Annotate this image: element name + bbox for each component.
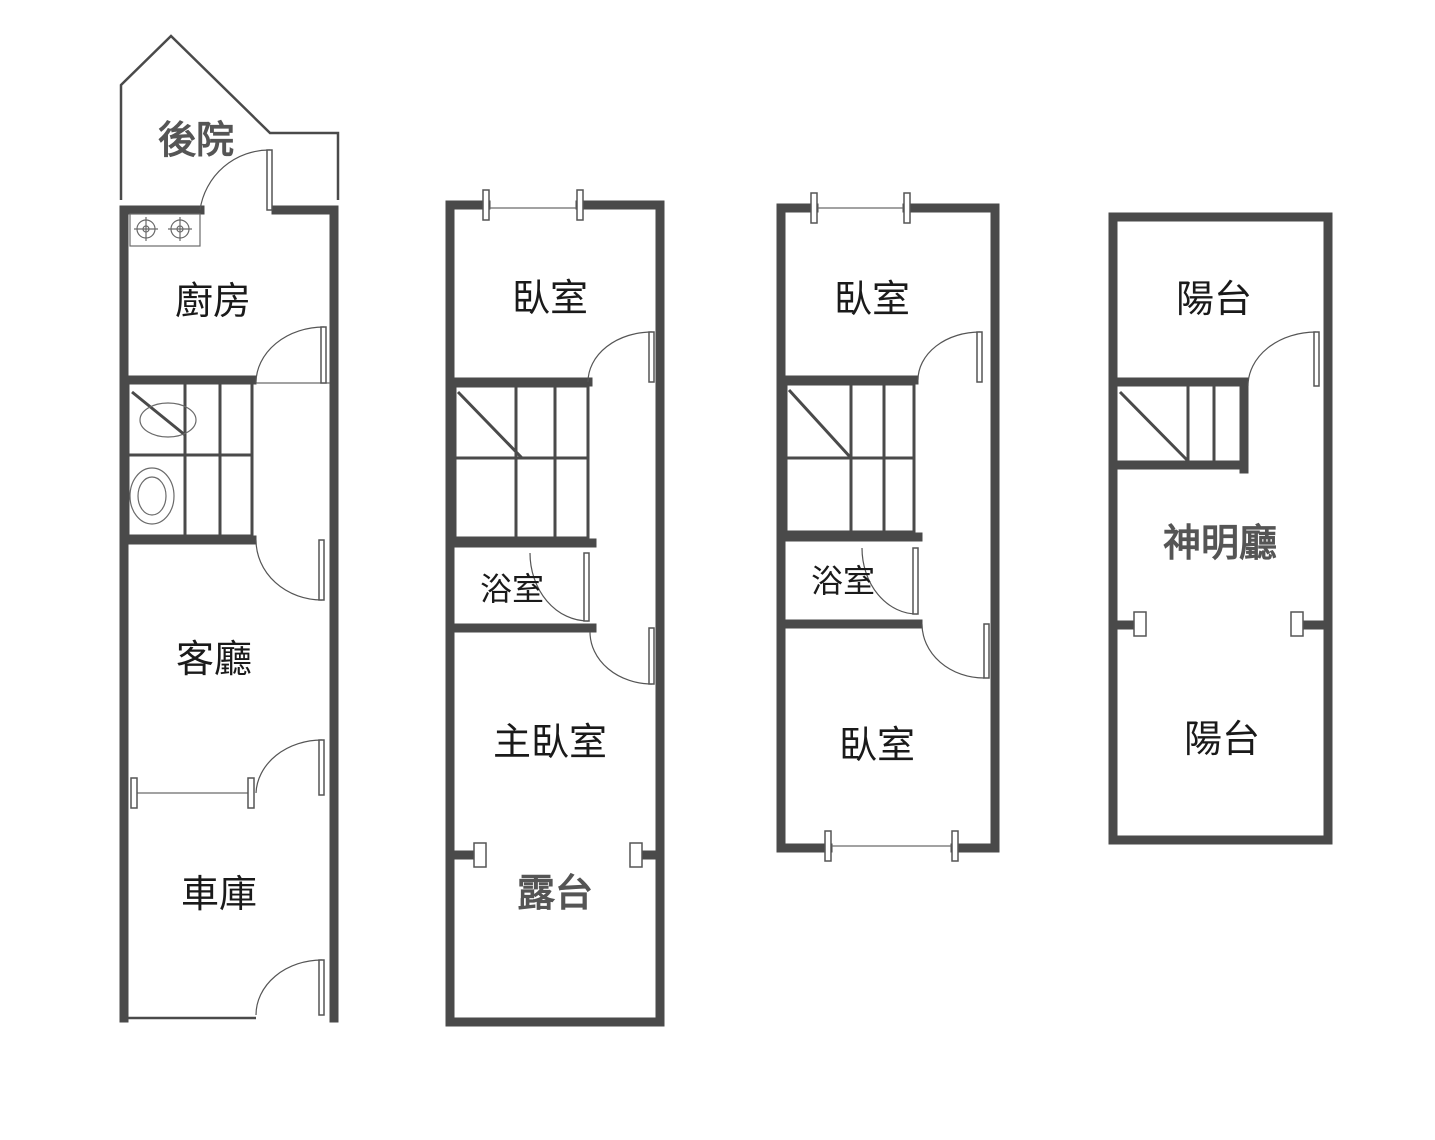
- f4-outer-wall: [1108, 212, 1333, 845]
- f1-front-door-leaf: [318, 959, 325, 1016]
- f1-living-door-leaf: [318, 539, 325, 601]
- f3-bedroom-door-leaf: [976, 331, 983, 383]
- stove: [129, 213, 201, 247]
- f2-stair-diagonal: [456, 390, 524, 460]
- room-label-bedroom-back: 臥室: [839, 723, 915, 767]
- floor-4: [1108, 212, 1333, 845]
- room-label-bath: 浴室: [480, 570, 544, 608]
- f3-window-post: [824, 830, 832, 862]
- f2-bath-door-swing: [529, 552, 589, 622]
- f2-window-post: [482, 189, 490, 221]
- room-label-bedroom: 臥室: [512, 276, 588, 320]
- f3-bedroom-door-swing: [917, 331, 981, 381]
- floor-1: [119, 34, 340, 1023]
- toilet-icon: [139, 402, 197, 438]
- f2-bedroom-door-leaf: [648, 331, 655, 383]
- f2-window-post: [576, 189, 584, 221]
- room-label-bath: 浴室: [811, 562, 875, 600]
- f1-stair-diagonal: [131, 390, 186, 437]
- f1-back-door-swing: [199, 149, 271, 211]
- f2-terrace-post: [629, 842, 643, 868]
- f3-window-post: [903, 192, 911, 224]
- room-label-garage: 車庫: [181, 872, 257, 916]
- f1-kitchen-door-swing: [255, 326, 325, 384]
- sink-icon: [129, 467, 175, 525]
- f3-window-post: [951, 830, 959, 862]
- f3-window-post: [810, 192, 818, 224]
- burner-icon: [134, 217, 158, 241]
- f2-bath-door-leaf: [583, 552, 590, 622]
- f2-stair-box: [453, 384, 590, 540]
- f4-balcony-door-swing: [1247, 331, 1317, 387]
- room-label-bedroom-front: 臥室: [834, 277, 910, 321]
- f1-garage-inner-door-leaf: [318, 739, 325, 796]
- room-label-terrace: 露台: [517, 871, 593, 915]
- f3-bedroom2-door-swing: [921, 623, 985, 679]
- f1-back-door-leaf: [266, 149, 273, 211]
- room-label-backyard: 後院: [158, 118, 234, 162]
- f1-stair-box: [126, 381, 254, 538]
- f2-master-door-swing: [589, 631, 653, 685]
- f1-kitchen-door-leaf: [320, 326, 327, 384]
- f4-stair-diagonal: [1118, 390, 1190, 463]
- f3-bath-door-leaf: [912, 547, 919, 615]
- f1-garage-post-right: [247, 777, 255, 809]
- f3-bath-door-swing: [861, 547, 918, 615]
- f2-bedroom-door-swing: [587, 331, 653, 383]
- f1-garage-inner-door-swing: [255, 739, 323, 794]
- burner-icon: [168, 217, 192, 241]
- f2-master-door-leaf: [648, 627, 655, 685]
- room-label-shrine: 神明廳: [1163, 521, 1277, 565]
- room-label-kitchen: 廚房: [175, 279, 251, 323]
- floor-2: [445, 189, 665, 1027]
- floor-3: [776, 192, 1000, 862]
- f1-front-door-swing: [255, 959, 323, 1016]
- room-label-living: 客廳: [176, 637, 252, 681]
- f1-living-door-swing: [255, 539, 323, 601]
- f4-post: [1290, 611, 1304, 637]
- f3-bedroom2-door-leaf: [983, 623, 990, 679]
- room-label-master: 主臥室: [493, 720, 607, 764]
- f3-stair-diagonal: [787, 388, 853, 460]
- f2-terrace-post: [473, 842, 487, 868]
- backyard-outline: [119, 34, 340, 200]
- f1-garage-post-left: [130, 777, 138, 809]
- room-label-balcony-top: 陽台: [1176, 277, 1252, 321]
- f4-balcony-door-leaf: [1313, 331, 1320, 387]
- room-label-balcony-bottom: 陽台: [1184, 717, 1260, 761]
- f4-post: [1133, 611, 1147, 637]
